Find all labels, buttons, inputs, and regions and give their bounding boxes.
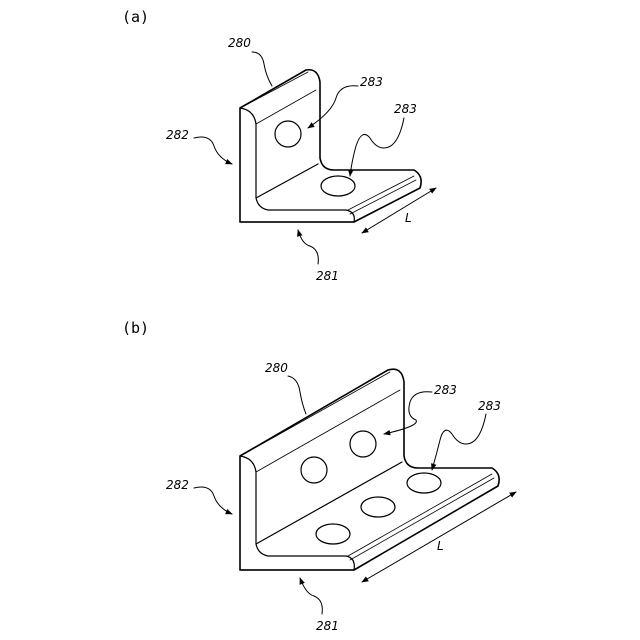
hole-horizontal-b-3 [407,473,441,493]
ref-280-a: 280 [228,36,251,50]
hole-horizontal-b-1 [316,524,350,544]
ref-280-b: 280 [265,361,288,375]
leader-280-a [252,52,272,86]
ref-282-a: 282 [166,128,189,142]
leader-281-a [298,230,318,264]
leader-282-a [194,137,232,164]
hole-vertical-a [275,121,301,147]
ref-283-upper-a: 283 [360,75,383,89]
hole-vertical-b-2 [350,431,376,457]
dimension-label-b: L [437,539,444,553]
ref-283-upper-b: 283 [434,383,457,397]
ref-281-b: 281 [316,619,339,633]
hole-horizontal-b-2 [361,497,395,517]
angle-bracket-b [240,369,499,570]
figure-b: (b) L 2 [122,319,516,633]
leader-281-b [300,578,322,614]
hole-vertical-b-1 [301,457,327,483]
leader-280-b [288,376,306,414]
ref-282-b: 282 [166,478,189,492]
angle-bracket-a [240,70,421,222]
hole-horizontal-a [321,176,355,196]
figure-a: (a) L 280 283 [122,8,436,283]
ref-283-lower-a: 283 [394,102,417,116]
ref-283-lower-b: 283 [478,399,501,413]
leader-283-lower-b [432,414,486,470]
panel-label-a: (a) [122,8,149,26]
leader-282-b [194,487,232,514]
leader-283-lower-a [350,118,404,176]
panel-label-b: (b) [122,319,149,337]
dimension-label-a: L [405,211,412,225]
ref-281-a: 281 [316,269,339,283]
